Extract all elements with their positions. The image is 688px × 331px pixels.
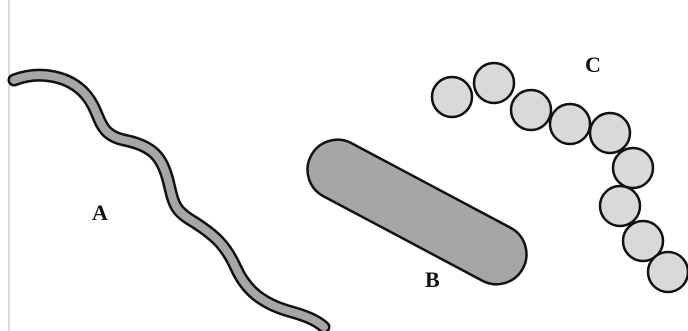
coccus-cell (550, 104, 590, 144)
label-b: B (425, 267, 440, 292)
coccus-cell (590, 113, 630, 153)
rod-bacterium-body (297, 129, 537, 295)
coccus-cell (511, 90, 551, 130)
spiral-bacterium-body (14, 75, 324, 327)
spiral-bacterium-icon (14, 75, 324, 327)
coccus-cell (613, 148, 653, 188)
label-a: A (92, 200, 108, 225)
label-c: C (585, 52, 601, 77)
rod-bacterium-icon (297, 129, 537, 295)
coccus-cell (474, 63, 514, 103)
coccus-cell (432, 77, 472, 117)
coccus-cell (648, 252, 688, 292)
coccus-cell (600, 186, 640, 226)
